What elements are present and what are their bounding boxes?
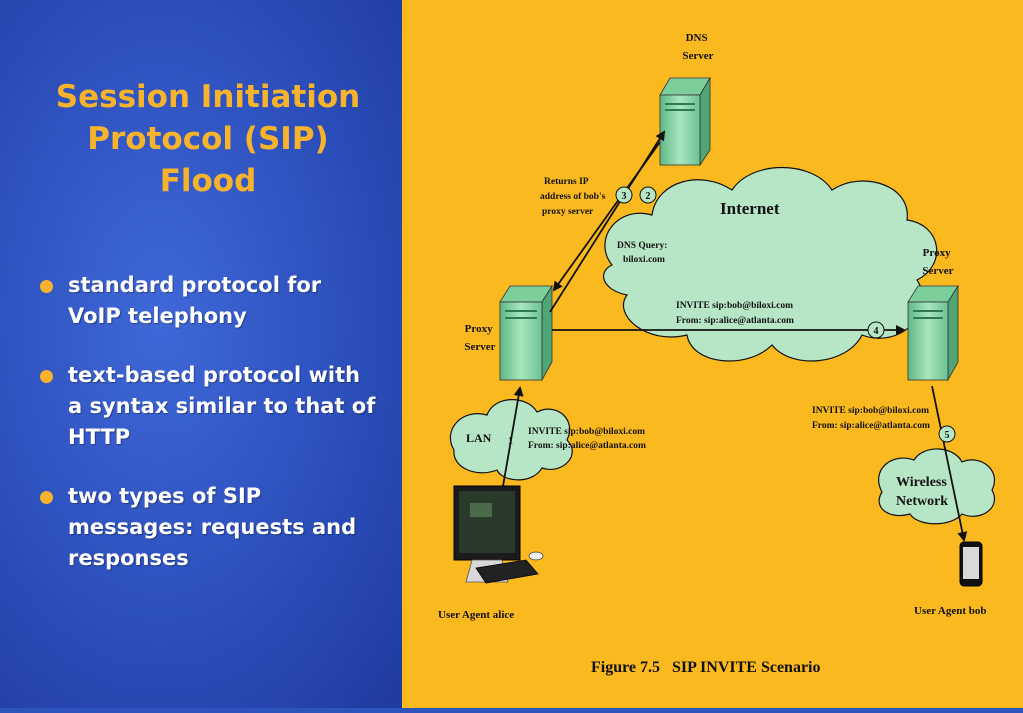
user-agent-bob-label: User Agent bob <box>914 605 987 617</box>
invite-right-note: INVITE sip:bob@biloxi.com From: sip:alic… <box>812 406 931 431</box>
proxy-server-right-icon <box>907 284 959 382</box>
computer-icon <box>453 485 544 584</box>
svg-text:2: 2 <box>646 191 651 202</box>
proxy-server-left-icon <box>499 284 553 382</box>
step-badge-3: 3 <box>615 186 633 204</box>
bullet-dot-icon <box>40 491 53 504</box>
bullet-dot-icon <box>40 280 53 293</box>
wireless-cloud <box>878 448 995 525</box>
step-badge-4: 4 <box>867 321 885 339</box>
title-line: Flood <box>159 163 257 199</box>
step-number-1: 1 <box>508 436 513 447</box>
bullet-list: standard protocol for VoIP telephony tex… <box>36 270 376 602</box>
wireless-label: Wireless Network <box>896 475 950 509</box>
dns-query-note: DNS Query: biloxi.com <box>617 241 670 265</box>
arrow-step-1 <box>501 386 524 493</box>
bullet-item: two types of SIP messages: requests and … <box>36 481 376 574</box>
step-badge-5: 5 <box>938 425 956 443</box>
svg-text:5: 5 <box>945 430 950 441</box>
bullet-item: text-based protocol with a syntax simila… <box>36 360 376 453</box>
bullet-text: text-based protocol with a syntax simila… <box>68 363 376 449</box>
bullet-text: standard protocol for VoIP telephony <box>68 273 322 328</box>
arrow-step-3 <box>552 141 661 292</box>
bullet-item: standard protocol for VoIP telephony <box>36 270 376 332</box>
bullet-dot-icon <box>40 370 53 383</box>
proxy-server-right-label: Proxy Server <box>922 247 953 277</box>
internet-label: Internet <box>720 199 780 218</box>
dns-server-label: DNS Server <box>682 32 713 62</box>
step-badge-2: 2 <box>639 186 657 204</box>
lan-label: LAN <box>466 431 492 445</box>
phone-icon <box>959 541 983 587</box>
left-panel: Session Initiation Protocol (SIP) Flood … <box>0 0 402 708</box>
figure-caption: Figure 7.5 SIP INVITE Scenario <box>591 659 821 676</box>
title-line: Session Initiation <box>55 79 361 115</box>
svg-text:3: 3 <box>622 191 627 202</box>
internet-cloud <box>602 166 938 362</box>
bullet-text: two types of SIP messages: requests and … <box>68 484 357 570</box>
title-line: Protocol (SIP) <box>87 121 329 157</box>
arrow-step-5 <box>931 385 968 542</box>
svg-text:4: 4 <box>874 326 879 337</box>
returns-ip-note: Returns IP address of bob's proxy server <box>540 177 608 217</box>
proxy-server-left-label: Proxy Server <box>464 323 495 353</box>
user-agent-alice-label: User Agent alice <box>438 609 514 621</box>
slide-title: Session Initiation Protocol (SIP) Flood <box>20 76 396 202</box>
sip-diagram: Internet LAN Wireless Network DNS Server <box>438 32 995 676</box>
diagram-panel: Internet LAN Wireless Network DNS Server <box>402 0 1023 708</box>
invite-top-note: INVITE sip:bob@biloxi.com From: sip:alic… <box>676 301 795 326</box>
dns-server-icon <box>659 76 711 167</box>
invite-lan-note: INVITE sip:bob@biloxi.com From: sip:alic… <box>528 427 647 451</box>
